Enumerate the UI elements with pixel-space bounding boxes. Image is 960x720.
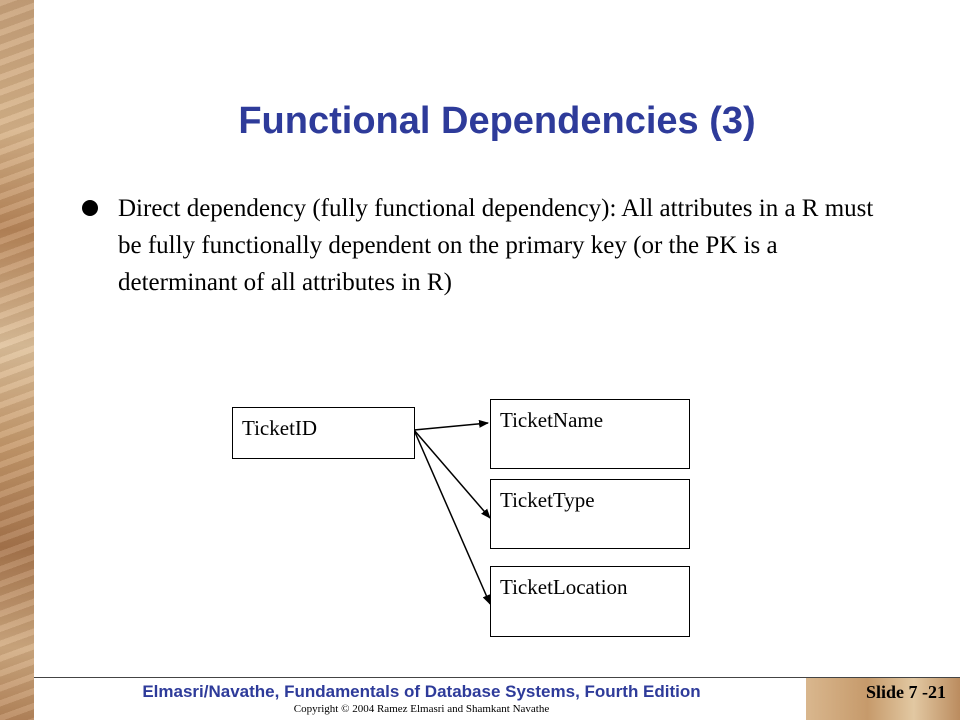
ticketlocation-label: TicketLocation	[500, 575, 628, 599]
footer-divider	[34, 677, 960, 678]
ticketname-label: TicketName	[500, 408, 604, 432]
slide-number: Slide 7 -21	[865, 682, 946, 702]
decorative-footer-strip	[806, 678, 960, 720]
decorative-desert-strip	[0, 0, 34, 720]
ticketid-label: TicketID	[242, 416, 318, 440]
footer-copyright: Copyright © 2004 Ramez Elmasri and Shamk…	[293, 703, 550, 715]
tickettype-label: TicketType	[500, 488, 595, 512]
ticketlocation-box: TicketLocation	[490, 566, 690, 637]
arrow-to-ticketlocation	[413, 429, 491, 605]
ticketid-box: TicketID	[232, 407, 415, 459]
bullet-dot-icon	[82, 200, 98, 216]
footer-book-title: Elmasri/Navathe, Fundamentals of Databas…	[142, 682, 701, 701]
ticketname-box: TicketName	[490, 399, 690, 469]
tickettype-box: TicketType	[490, 479, 690, 549]
bullet-text: Direct dependency (fully functional depe…	[118, 195, 874, 296]
arrow-to-tickettype	[413, 429, 491, 519]
slide-title: Functional Dependencies (3)	[238, 100, 756, 142]
arrow-to-ticketname	[413, 419, 489, 431]
